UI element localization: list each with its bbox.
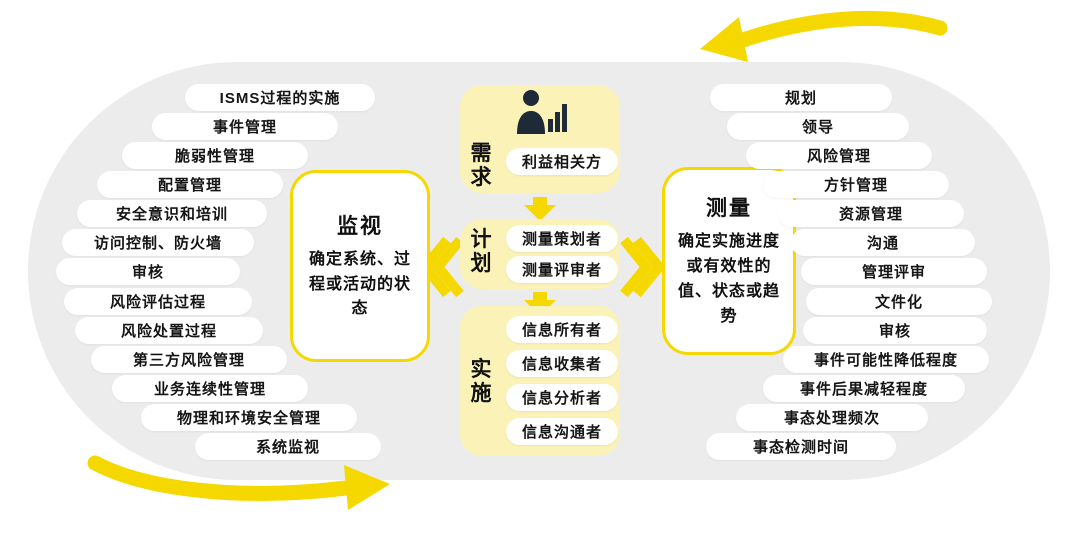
role-pill: 测量评审者 [506, 256, 618, 283]
left-activity-pill: 配置管理 [97, 171, 283, 198]
role-pill: 利益相关方 [506, 148, 618, 175]
left-activity-pill: 风险处置过程 [75, 317, 263, 344]
right-output-pill: 审核 [803, 317, 987, 344]
stage-demand-label: 需求 [470, 142, 492, 190]
left-activity-pill: 脆弱性管理 [122, 142, 308, 169]
right-output-pill: 事件可能性降低程度 [783, 346, 989, 373]
right-output-pill: 风险管理 [746, 142, 932, 169]
measure-title: 测量 [706, 197, 752, 221]
left-activity-pill: 访问控制、防火墙 [62, 229, 254, 256]
right-output-pill: 事态处理频次 [736, 404, 928, 431]
left-activity-pill: 物理和环境安全管理 [141, 404, 357, 431]
left-activity-pill: 风险评估过程 [64, 288, 252, 315]
right-output-pill: 方针管理 [763, 171, 949, 198]
left-activity-pill: 安全意识和培训 [77, 200, 267, 227]
stage-demand-block [460, 85, 620, 193]
left-activity-pill: 第三方风险管理 [91, 346, 287, 373]
role-pill: 信息沟通者 [506, 418, 618, 445]
analyst-icon [512, 88, 568, 136]
left-activity-pill: ISMS过程的实施 [185, 84, 375, 111]
stage-plan-label: 计划 [470, 228, 492, 276]
monitor-description: 确定系统、过程或活动的状态 [308, 250, 411, 318]
measure-description: 确定实施进度或有效性的值、状态或趋势 [677, 233, 780, 325]
right-output-pill: 资源管理 [778, 200, 964, 227]
right-output-pill: 沟通 [791, 229, 975, 256]
role-pill: 测量策划者 [506, 225, 618, 252]
left-activity-pill: 业务连续性管理 [112, 375, 308, 402]
left-activity-pill: 系统监视 [195, 433, 381, 460]
right-output-pill: 事件后果减轻程度 [763, 375, 965, 402]
right-output-pill: 文件化 [806, 288, 992, 315]
monitor-title: 监视 [337, 214, 383, 238]
stage-implement-label: 实施 [470, 358, 492, 406]
left-activity-pill: 审核 [56, 258, 240, 285]
monitor-box: 监视 确定系统、过程或活动的状态 [290, 170, 430, 362]
right-output-pill: 领导 [727, 113, 909, 140]
role-pill: 信息所有者 [506, 316, 618, 343]
left-activity-pill: 事件管理 [152, 113, 338, 140]
right-output-pill: 管理评审 [801, 258, 987, 285]
cycle-arrow-top [700, 10, 948, 62]
measure-box: 测量 确定实施进度或有效性的值、状态或趋势 [662, 167, 796, 355]
role-pill: 信息分析者 [506, 384, 618, 411]
role-pill: 信息收集者 [506, 350, 618, 377]
right-output-pill: 规划 [710, 84, 892, 111]
right-output-pill: 事态检测时间 [706, 433, 896, 460]
